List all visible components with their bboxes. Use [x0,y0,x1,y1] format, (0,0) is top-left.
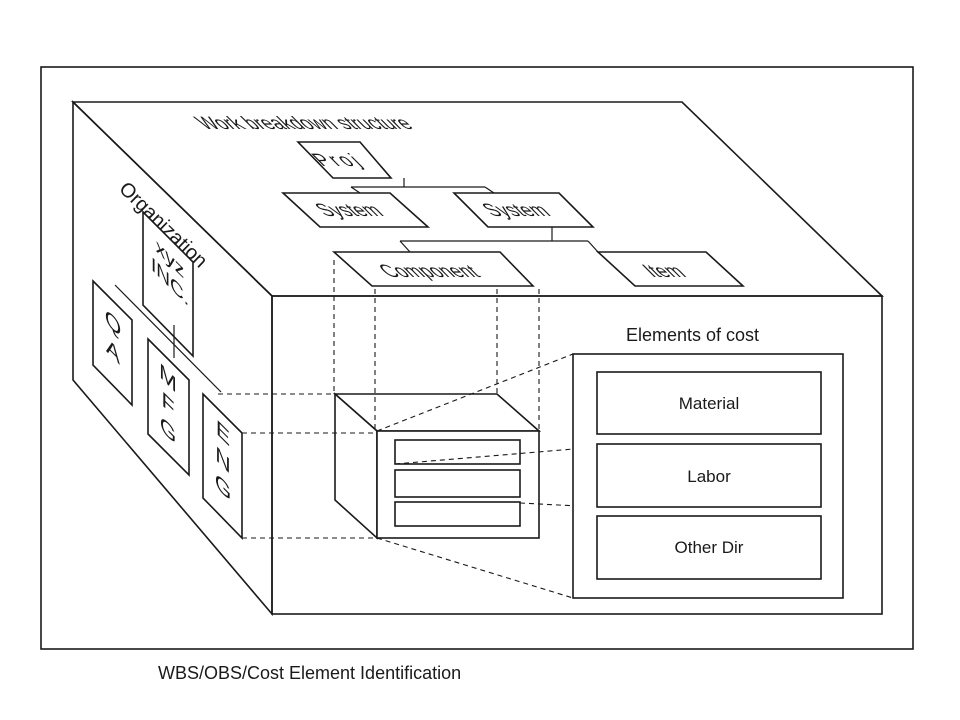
obs-connector-branch [114,284,222,393]
wbs-node-item [595,251,746,287]
wbs-connector-item [587,240,599,253]
wbs-node-proj-label: Proj [306,150,370,170]
cost-element-other: Other Dir [675,538,744,557]
wbs-connector-system-2 [484,186,495,194]
small-cube-slot-material [394,439,521,465]
wbs-node-component-label: Component [372,261,485,281]
small-cube-slot-other [394,501,521,527]
cost-element-labor-box [596,443,822,508]
obs-node-company [142,210,194,358]
projection-cost-top [376,353,574,432]
cost-element-other-box [596,515,822,580]
projection-lines [218,260,598,599]
obs-node-mfg [147,337,190,477]
obs-tree: Organization xyz INC. Q A M F G E N G [92,178,243,540]
figure-caption: WBS/OBS/Cost Element Identification [158,663,462,683]
wbs-node-system-1 [280,192,431,228]
small-cube-slot-labor [394,469,521,498]
cube-front-face [271,295,883,615]
wbs-title: Work breakdown structure [189,113,419,133]
wbs-connector-component [399,240,411,253]
wbs-node-proj [296,141,393,179]
wbs-connector-system-1 [350,186,361,194]
wbs-node-system-1-label: System [309,200,389,220]
wbs-node-system-2-label: System [476,200,556,220]
wbs-node-system-2 [452,192,595,228]
cost-element-material-box [596,371,822,435]
cost-panel-title: Elements of cost [626,325,759,345]
wbs-tree: Work breakdown structure Proj System Sys… [189,113,746,287]
projection-cost-bottom [376,537,574,599]
wbs-node-component [331,251,535,287]
cost-element-material: Material [679,394,739,413]
obs-node-qa [92,279,133,407]
elements-of-cost-panel: Elements of cost Material Labor Other Di… [572,325,844,599]
cost-account-cube [332,392,542,540]
projection-labor-top [394,446,598,465]
big-cube [71,100,884,617]
figure-frame [40,66,914,650]
cost-element-labor: Labor [687,467,731,486]
